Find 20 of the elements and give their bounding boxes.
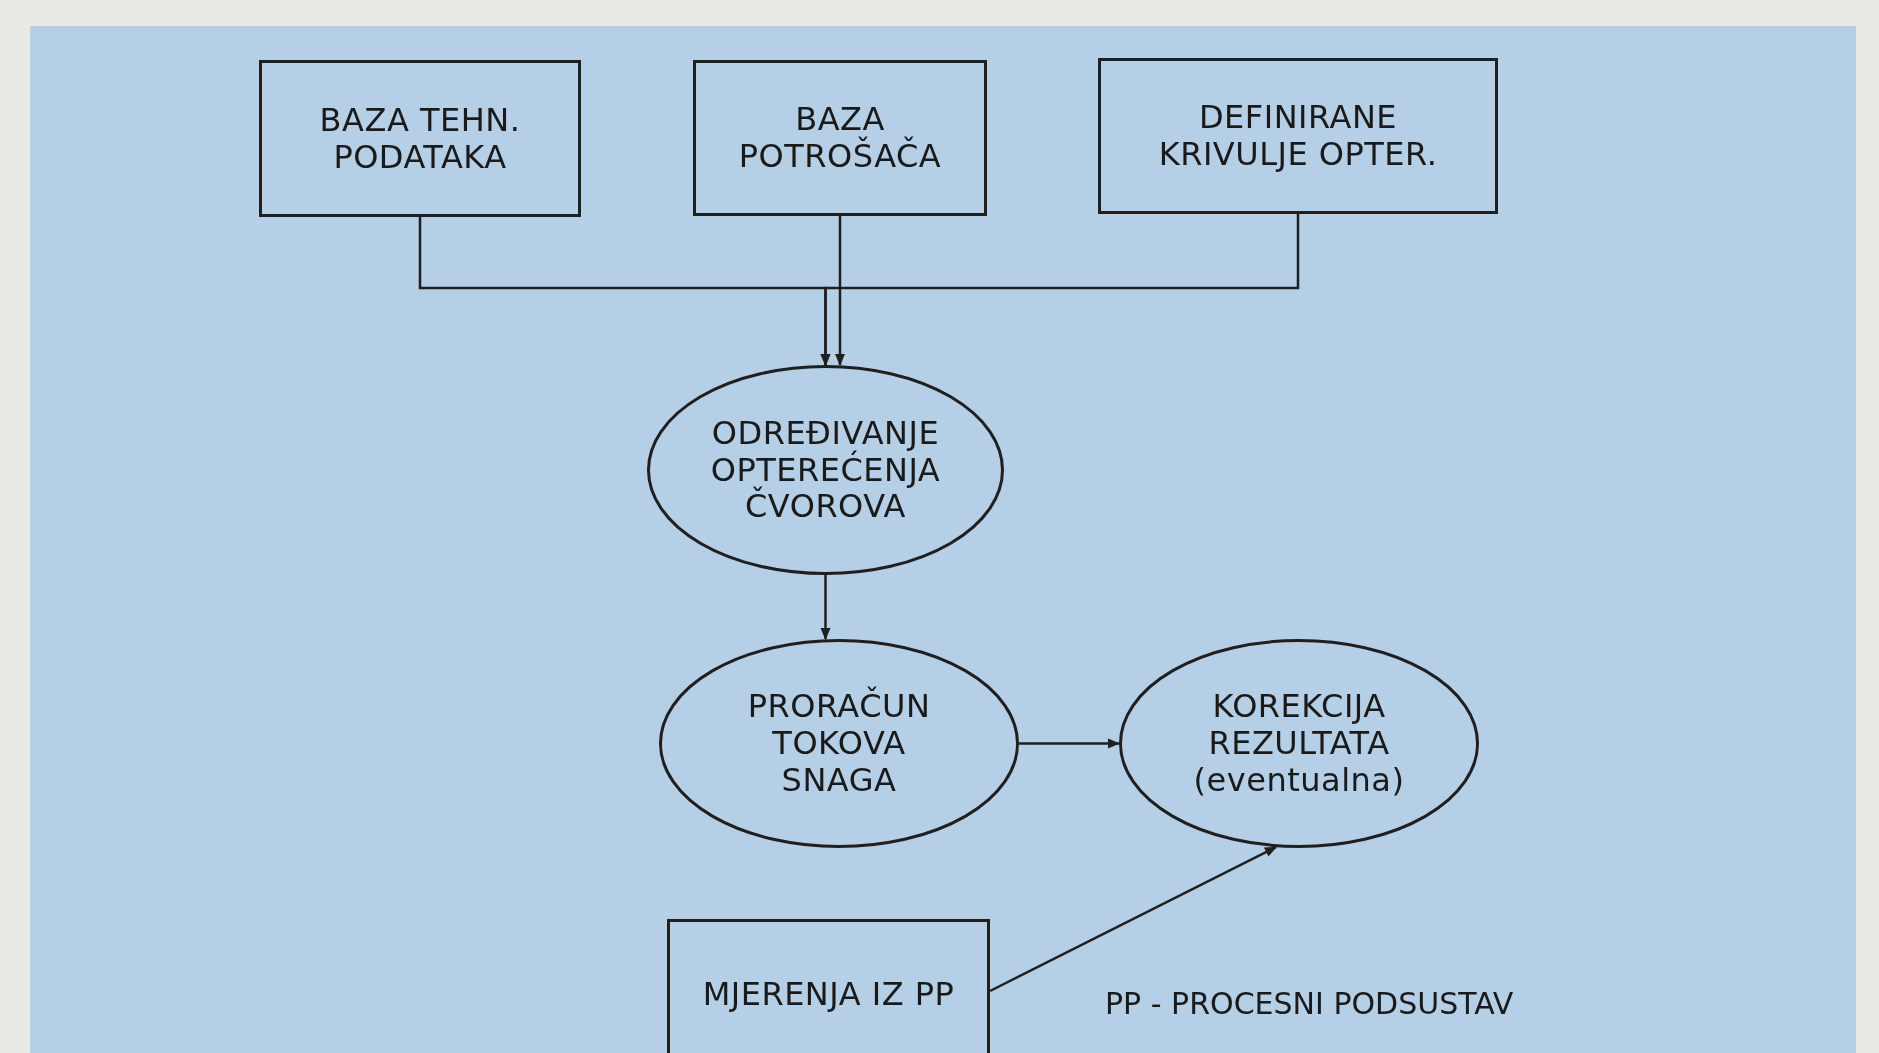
process-box: [693, 60, 987, 216]
arrow: [820, 575, 831, 640]
arrow: [835, 216, 845, 366]
node-label: BAZA TEHN. PODATAKA: [318, 101, 522, 176]
process-ellipse: [647, 365, 1004, 575]
process-box: [667, 919, 990, 1053]
node-label: MJERENJA IZ PP: [702, 975, 955, 1013]
node-label: PRORAČUN TOKOVA SNAGA: [746, 688, 932, 799]
arrow: [820, 214, 1300, 366]
process-box: [1098, 58, 1498, 214]
arrow: [989, 846, 1277, 993]
process-ellipse: [659, 639, 1019, 848]
node-label: BAZA POTROŠAČA: [737, 101, 943, 175]
process-box: [259, 60, 581, 217]
node-label: KOREKCIJA REZULTATA (eventualna): [1192, 688, 1406, 799]
arrow: [1019, 738, 1120, 749]
note-text: PP - PROCESNI PODSUSTAV: [1105, 986, 1514, 1021]
process-ellipse: [1119, 639, 1479, 848]
node-label: ODREĐIVANJE OPTEREĆENJA ČVOROVA: [709, 414, 942, 526]
node-label: DEFINIRANE KRIVULJE OPTER.: [1157, 99, 1439, 173]
